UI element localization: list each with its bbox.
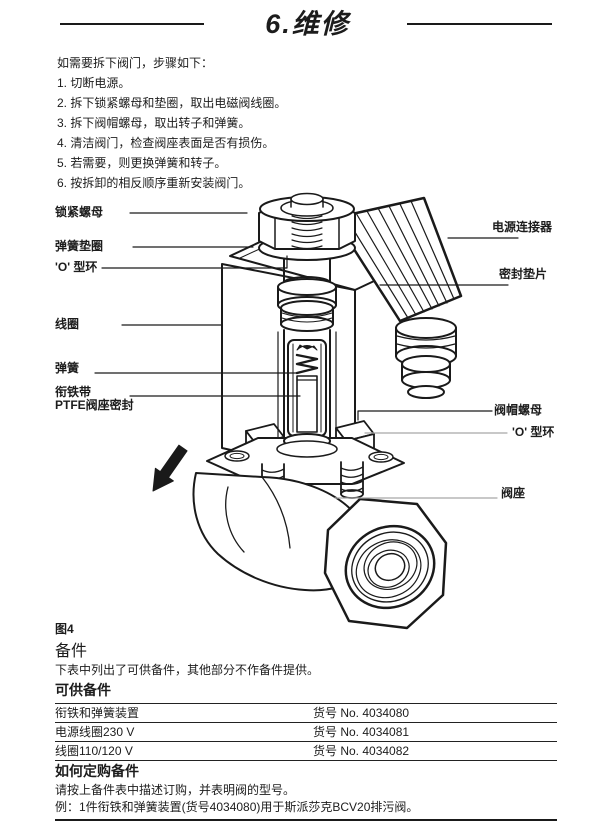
page-bottom-rule [55, 819, 557, 821]
cable-gland-drawing [395, 317, 457, 399]
table-row: 线圈110/120 V 货号 No. 4034082 [55, 742, 557, 761]
spares-intro: 下表中列出了可供备件，其他部分不作备件提供。 [55, 663, 320, 677]
step-3: 3. 拆下阀帽螺母，取出转子和弹簧。 [57, 116, 251, 130]
how-to-order-heading: 如何定购备件 [55, 763, 139, 779]
leader-lines [94, 212, 519, 499]
step-1: 1. 切断电源。 [57, 76, 131, 90]
page-title: 6.维修 [265, 9, 350, 39]
part-number: 货号 No. 4034082 [313, 744, 410, 758]
part-name: 衔铁和弹簧装置 [55, 706, 140, 720]
label-sealing-gasket: 密封垫片 [499, 267, 548, 281]
part-number: 货号 No. 4034080 [313, 706, 410, 720]
part-number: 货号 No. 4034081 [313, 725, 410, 739]
spring-drawing [295, 344, 319, 433]
label-armature: 衔铁带 PTFE阀座密封 [55, 386, 134, 412]
label-o-ring-left: 'O' 型环 [55, 260, 98, 274]
label-bonnet-nut: 阀帽螺母 [494, 403, 543, 417]
table-row: 电源线圈230 V 货号 No. 4034081 [55, 723, 557, 742]
disassembly-instructions: 如需要拆下阀门，步骤如下： 1. 切断电源。 2. 拆下锁紧螺母和垫圈，取出电磁… [57, 53, 537, 193]
order-instructions: 请按上备件表中描述订购，并表明阀的型号。 [55, 783, 296, 797]
step-5: 5. 若需要，则更换弹簧和转子。 [57, 156, 227, 170]
available-spares-heading: 可供备件 [55, 682, 111, 698]
figure-caption: 图4 [55, 622, 74, 636]
step-4: 4. 清洁阀门，检查阀座表面是否有损伤。 [57, 136, 275, 150]
threaded-port-drawing [323, 497, 448, 630]
valve-body-drawing [192, 472, 361, 592]
label-valve-seat: 阀座 [501, 486, 526, 500]
label-lock-nut: 锁紧螺母 [55, 205, 104, 219]
part-name: 电源线圈230 V [55, 725, 135, 739]
table-row: 衔铁和弹簧装置 货号 No. 4034080 [55, 704, 557, 723]
lock-nut-drawing [258, 192, 356, 332]
part-name: 线圈110/120 V [55, 744, 133, 758]
step-2: 2. 拆下锁紧螺母和垫圈，取出电磁阀线圈。 [57, 96, 287, 110]
order-example: 例：1件衔铁和弹簧装置(货号4034080)用于斯派莎克BCV20排污阀。 [55, 800, 419, 814]
label-spring: 弹簧 [55, 361, 80, 375]
label-coil: 线圈 [55, 317, 80, 331]
label-power-connector: 电源连接器 [492, 220, 553, 234]
label-armature-line1: 衔铁带 [55, 385, 92, 399]
instructions-intro: 如需要拆下阀门，步骤如下： [57, 56, 214, 70]
label-spring-washer: 弹簧垫圈 [55, 239, 104, 253]
spares-heading: 备件 [55, 643, 88, 660]
flow-direction-arrow [152, 444, 188, 492]
step-6: 6. 按拆卸的相反顺序重新安装阀门。 [57, 176, 251, 190]
bonnet-flange-drawing [206, 437, 405, 485]
valve-diagram [94, 192, 519, 630]
label-o-ring-right: 'O' 型环 [512, 425, 555, 439]
label-armature-line2: PTFE阀座密封 [55, 398, 134, 412]
spares-table: 衔铁和弹簧装置 货号 No. 4034080 电源线圈230 V 货号 No. … [55, 703, 557, 761]
title-rule-right [407, 23, 552, 25]
title-rule-left [60, 23, 204, 25]
